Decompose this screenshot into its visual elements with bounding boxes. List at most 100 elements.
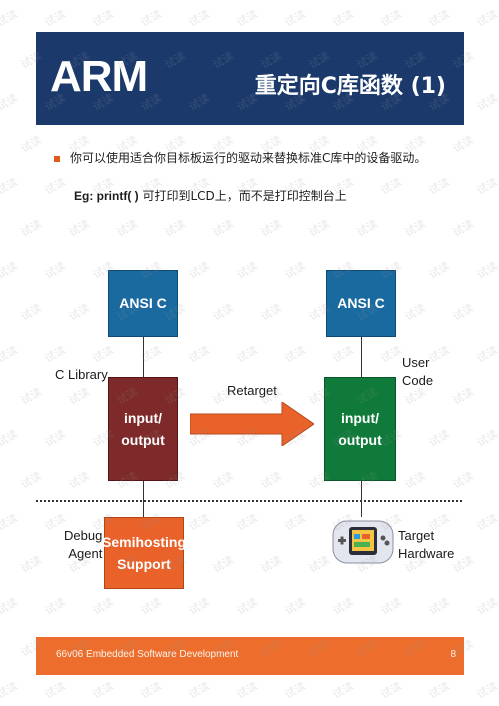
watermark-text: 试读 — [450, 385, 476, 408]
watermark-text: 试读 — [474, 595, 499, 618]
watermark-text: 试读 — [90, 7, 116, 30]
page-number: 8 — [450, 649, 456, 660]
watermark-text: 试读 — [66, 469, 92, 492]
watermark-text: 试读 — [186, 343, 212, 366]
watermark-text: 试读 — [186, 7, 212, 30]
watermark-text: 试读 — [42, 595, 68, 618]
right-io-line2: output — [338, 432, 382, 448]
example-code: Eg: printf( ) — [74, 189, 139, 203]
watermark-text: 试读 — [42, 427, 68, 450]
left-input-output-box: input/ output — [108, 377, 178, 481]
watermark-text: 试读 — [0, 343, 20, 366]
watermark-text: 试读 — [66, 217, 92, 240]
watermark-text: 试读 — [0, 259, 20, 282]
watermark-text: 试读 — [450, 469, 476, 492]
user-code-line2: Code — [402, 373, 434, 389]
watermark-text: 试读 — [18, 553, 44, 576]
watermark-text: 试读 — [474, 679, 499, 702]
debug-agent-label: Debug Agent — [64, 527, 102, 563]
watermark-text: 试读 — [42, 343, 68, 366]
right-io-line1: input/ — [340, 409, 380, 426]
right-ansi-c-label: ANSI C — [337, 295, 385, 312]
left-io-line2: output — [121, 432, 165, 448]
watermark-text: 试读 — [306, 553, 332, 576]
slide-header: ARM 重定向C库函数 (1) — [36, 32, 464, 125]
user-code-label: User Code — [402, 354, 433, 390]
watermark-text: 试读 — [234, 259, 260, 282]
watermark-text: 试读 — [0, 91, 20, 114]
watermark-text: 试读 — [186, 511, 212, 534]
watermark-text: 试读 — [258, 553, 284, 576]
watermark-text: 试读 — [138, 679, 164, 702]
watermark-text: 试读 — [0, 595, 20, 618]
watermark-text: 试读 — [378, 175, 404, 198]
watermark-text: 试读 — [282, 511, 308, 534]
watermark-text: 试读 — [426, 7, 452, 30]
watermark-text: 试读 — [378, 7, 404, 30]
watermark-text: 试读 — [186, 679, 212, 702]
left-ansi-c-box: ANSI C — [108, 270, 178, 337]
watermark-text: 试读 — [474, 7, 499, 30]
c-library-label: C Library — [55, 367, 108, 382]
watermark-text: 试读 — [282, 7, 308, 30]
watermark-text: 试读 — [0, 511, 20, 534]
watermark-text: 试读 — [210, 469, 236, 492]
watermark-text: 试读 — [0, 427, 20, 450]
watermark-text: 试读 — [426, 427, 452, 450]
example-line: Eg: printf( ) 可打印到LCD上，而不是打印控制台上 — [74, 187, 347, 204]
dotted-separator — [36, 500, 462, 502]
watermark-text: 试读 — [66, 301, 92, 324]
watermark-text: 试读 — [282, 595, 308, 618]
left-connector-top — [143, 337, 144, 377]
watermark-text: 试读 — [234, 343, 260, 366]
watermark-text: 试读 — [330, 343, 356, 366]
watermark-text: 试读 — [378, 595, 404, 618]
watermark-text: 试读 — [234, 595, 260, 618]
left-ansi-c-label: ANSI C — [119, 295, 167, 312]
target-hardware-label: Target Hardware — [398, 527, 454, 563]
watermark-text: 试读 — [354, 217, 380, 240]
watermark-text: 试读 — [402, 217, 428, 240]
semihosting-support-box: Semihosting Support — [102, 517, 186, 589]
semihosting-line2: Support — [117, 556, 171, 572]
left-connector-bottom — [143, 481, 144, 517]
watermark-text: 试读 — [18, 217, 44, 240]
right-ansi-c-box: ANSI C — [326, 270, 396, 337]
watermark-text: 试读 — [162, 217, 188, 240]
target-line2: Hardware — [398, 546, 455, 562]
right-input-output-box: input/ output — [324, 377, 396, 481]
watermark-text: 试读 — [42, 175, 68, 198]
watermark-text: 试读 — [450, 217, 476, 240]
footer-course-text: 66v06 Embedded Software Development — [56, 649, 239, 660]
right-connector-top — [361, 337, 362, 377]
example-text: 可打印到LCD上，而不是打印控制台上 — [138, 189, 347, 203]
watermark-text: 试读 — [450, 301, 476, 324]
watermark-text: 试读 — [402, 469, 428, 492]
watermark-text: 试读 — [18, 469, 44, 492]
watermark-text: 试读 — [138, 343, 164, 366]
watermark-text: 试读 — [258, 301, 284, 324]
watermark-text: 试读 — [18, 301, 44, 324]
watermark-text: 试读 — [378, 679, 404, 702]
watermark-text: 试读 — [450, 133, 476, 156]
watermark-text: 试读 — [474, 343, 499, 366]
debug-label-line2: Agent — [68, 546, 103, 562]
watermark-text: 试读 — [474, 511, 499, 534]
right-connector-bottom — [361, 481, 362, 517]
watermark-text: 试读 — [138, 7, 164, 30]
watermark-text: 试读 — [18, 385, 44, 408]
watermark-text: 试读 — [426, 259, 452, 282]
watermark-text: 试读 — [138, 595, 164, 618]
watermark-text: 试读 — [210, 217, 236, 240]
target-line1: Target — [398, 528, 435, 543]
bullet-marker — [54, 156, 60, 162]
watermark-text: 试读 — [90, 679, 116, 702]
watermark-text: 试读 — [18, 133, 44, 156]
watermark-text: 试读 — [234, 679, 260, 702]
retarget-label: Retarget — [227, 383, 277, 398]
watermark-text: 试读 — [0, 679, 20, 702]
watermark-text: 试读 — [378, 343, 404, 366]
watermark-text: 试读 — [474, 91, 499, 114]
watermark-text: 试读 — [306, 217, 332, 240]
slide-title: 重定向C库函数 (1) — [254, 74, 446, 99]
